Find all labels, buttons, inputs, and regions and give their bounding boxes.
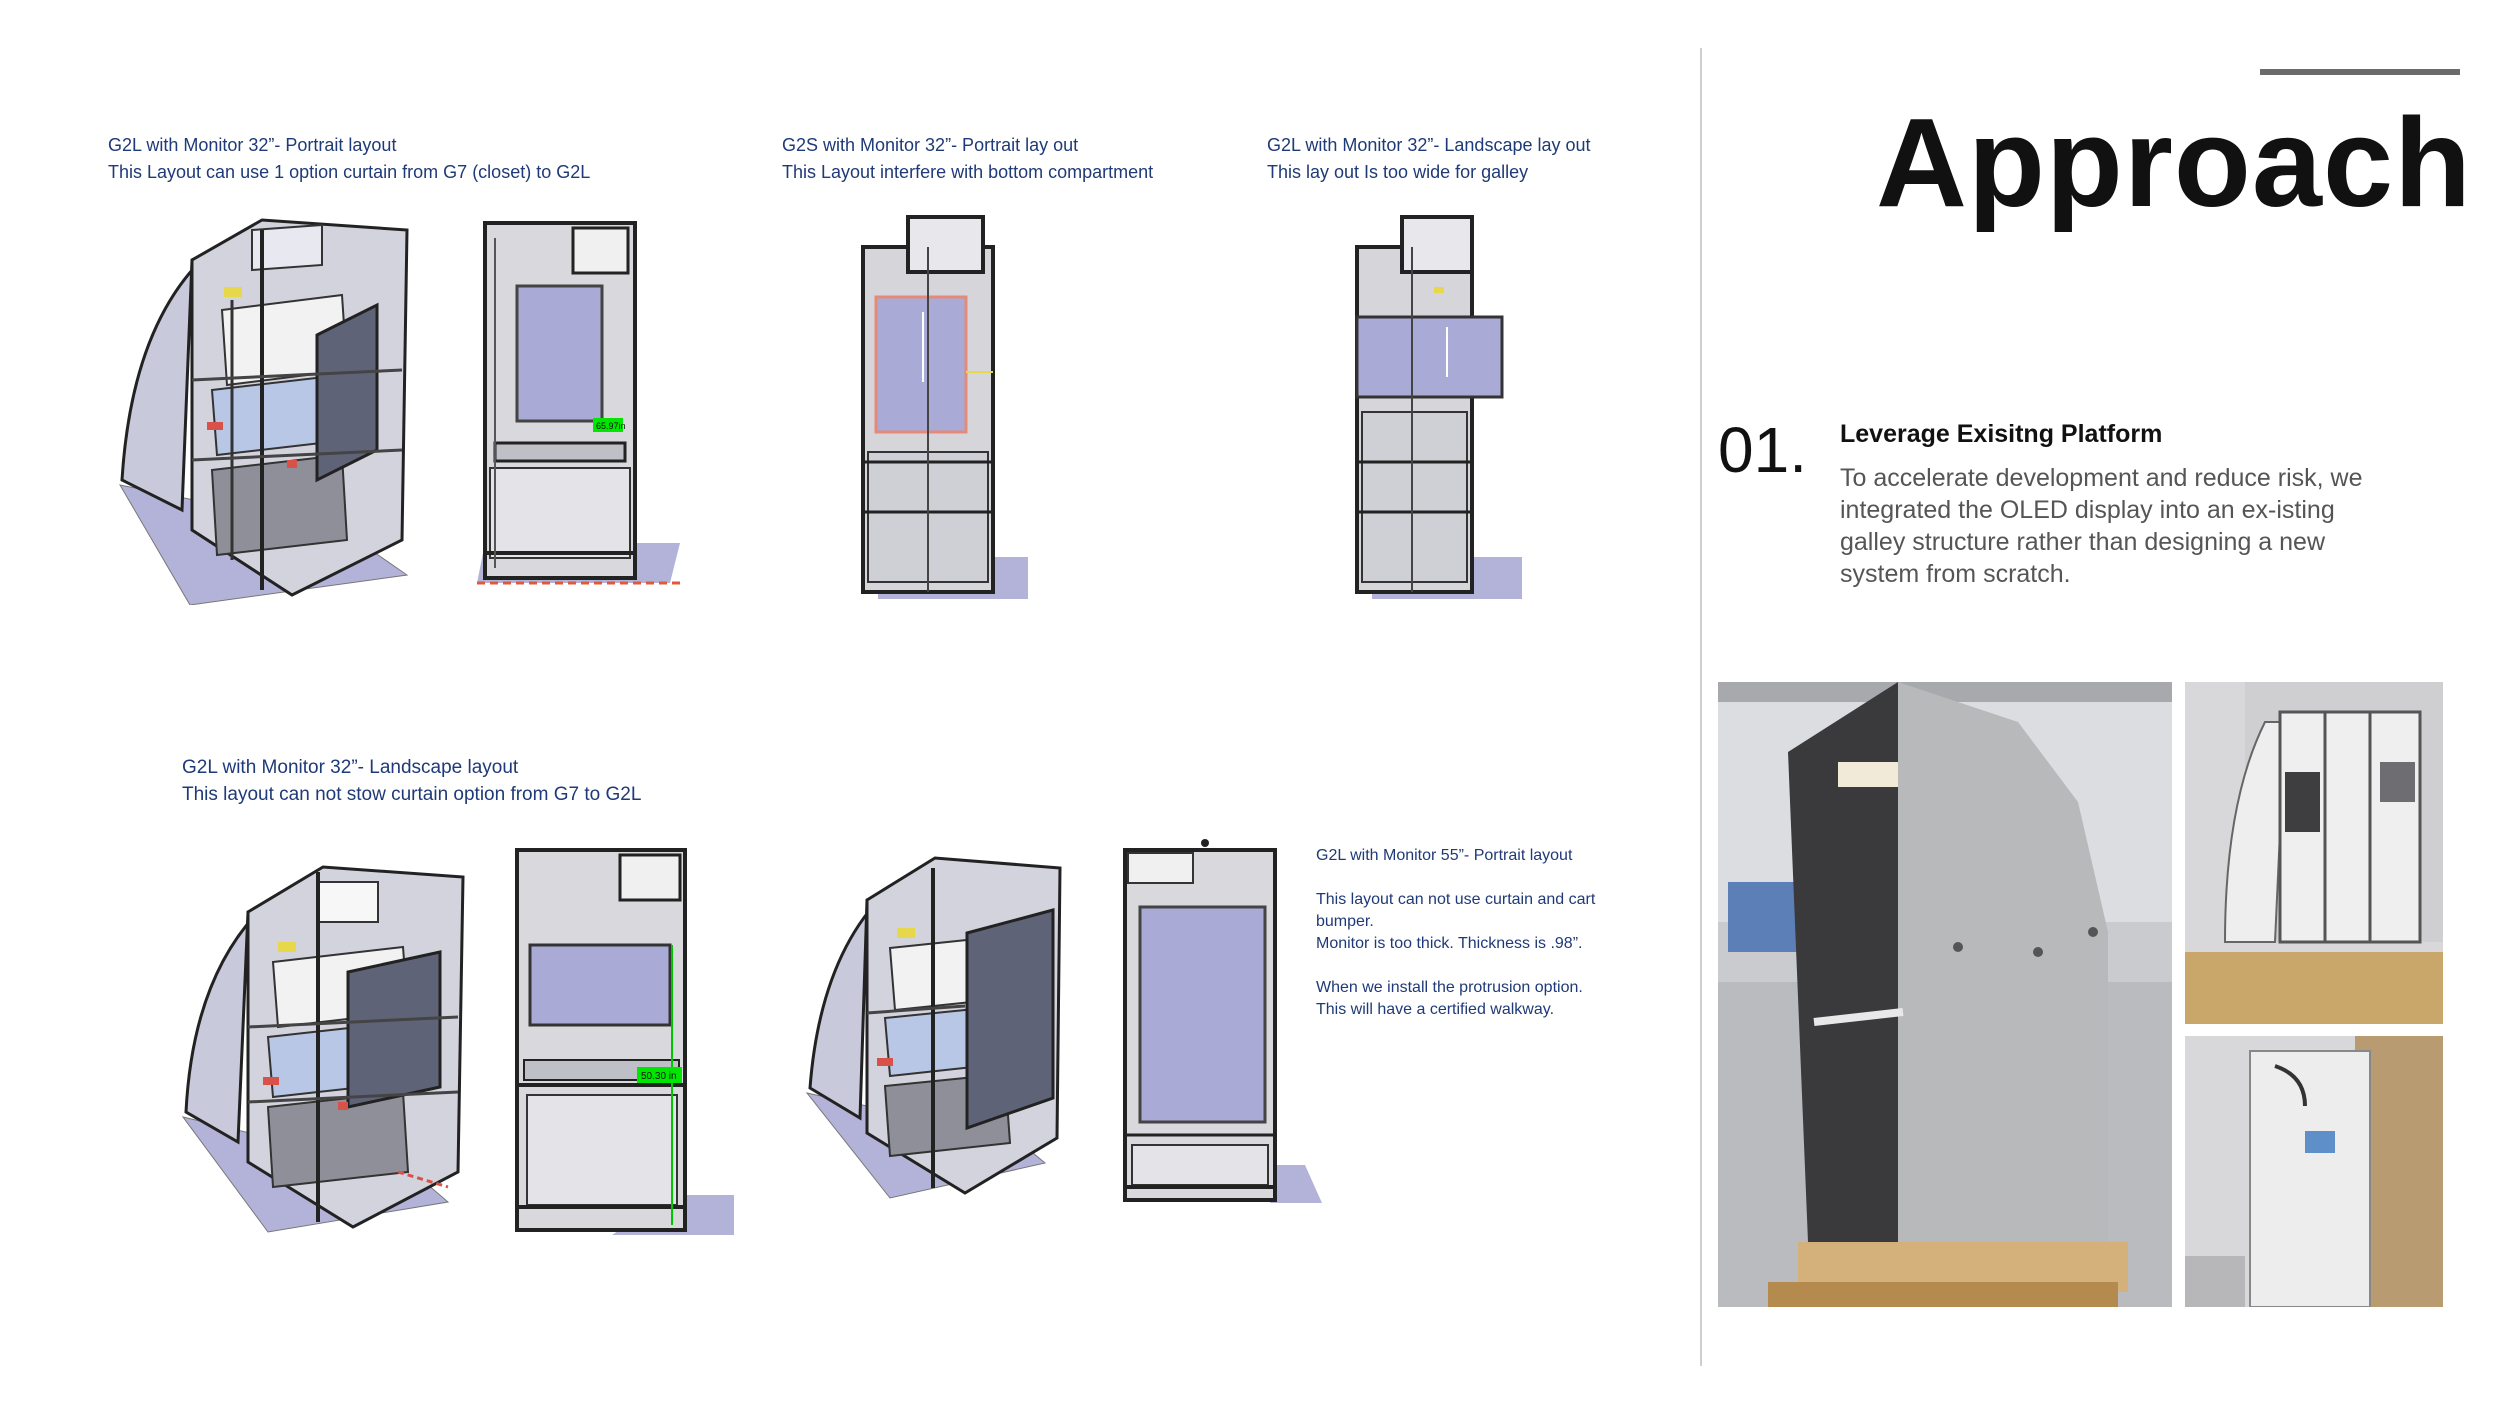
caption-g2l-55-portrait: G2L with Monitor 55”- Portrait layout Th… [1316,847,1596,1018]
galley-iso-drawing-1 [119,218,409,605]
caption-g2l-landscape-wide: G2L with Monitor 32”- Landscape lay out … [1267,135,1591,182]
galley-iso-drawing-2 [181,865,465,1233]
dimension-badge-2 [637,1067,682,1083]
photo-galley-front [2185,1036,2443,1307]
step-body: To accelerate development and reduce ris… [1840,464,2363,588]
photo-galley-interior [2185,682,2443,1024]
galley-front-drawing-3 [1123,839,1322,1203]
galley-front-drawing-2: 50.30 in [515,848,734,1235]
galley-front-drawing-1: 65.97in [477,221,680,585]
step-heading: Leverage Exisitng Platform [1840,420,2163,448]
caption-g2l-portrait: G2L with Monitor 32”- Portrait layout Th… [108,135,591,182]
vertical-divider [1700,48,1702,1366]
page-title: Approach [1875,92,2472,233]
photo-galley-side [1718,682,2172,1307]
g2l-landscape-wide-drawing [1355,215,1522,599]
dimension-badge-1 [593,418,623,432]
galley-iso-drawing-3 [805,856,1062,1199]
g2s-front-drawing [861,215,1028,599]
step-number: 01. [1718,414,1807,486]
dimension-label-1: 65.97in [596,421,626,431]
dimension-label-2: 50.30 in [641,1071,677,1082]
caption-g2s-portrait: G2S with Monitor 32”- Portrait lay out T… [782,135,1154,182]
caption-g2l-landscape: G2L with Monitor 32”- Landscape layout T… [182,757,642,805]
top-accent-bar [2260,69,2460,75]
